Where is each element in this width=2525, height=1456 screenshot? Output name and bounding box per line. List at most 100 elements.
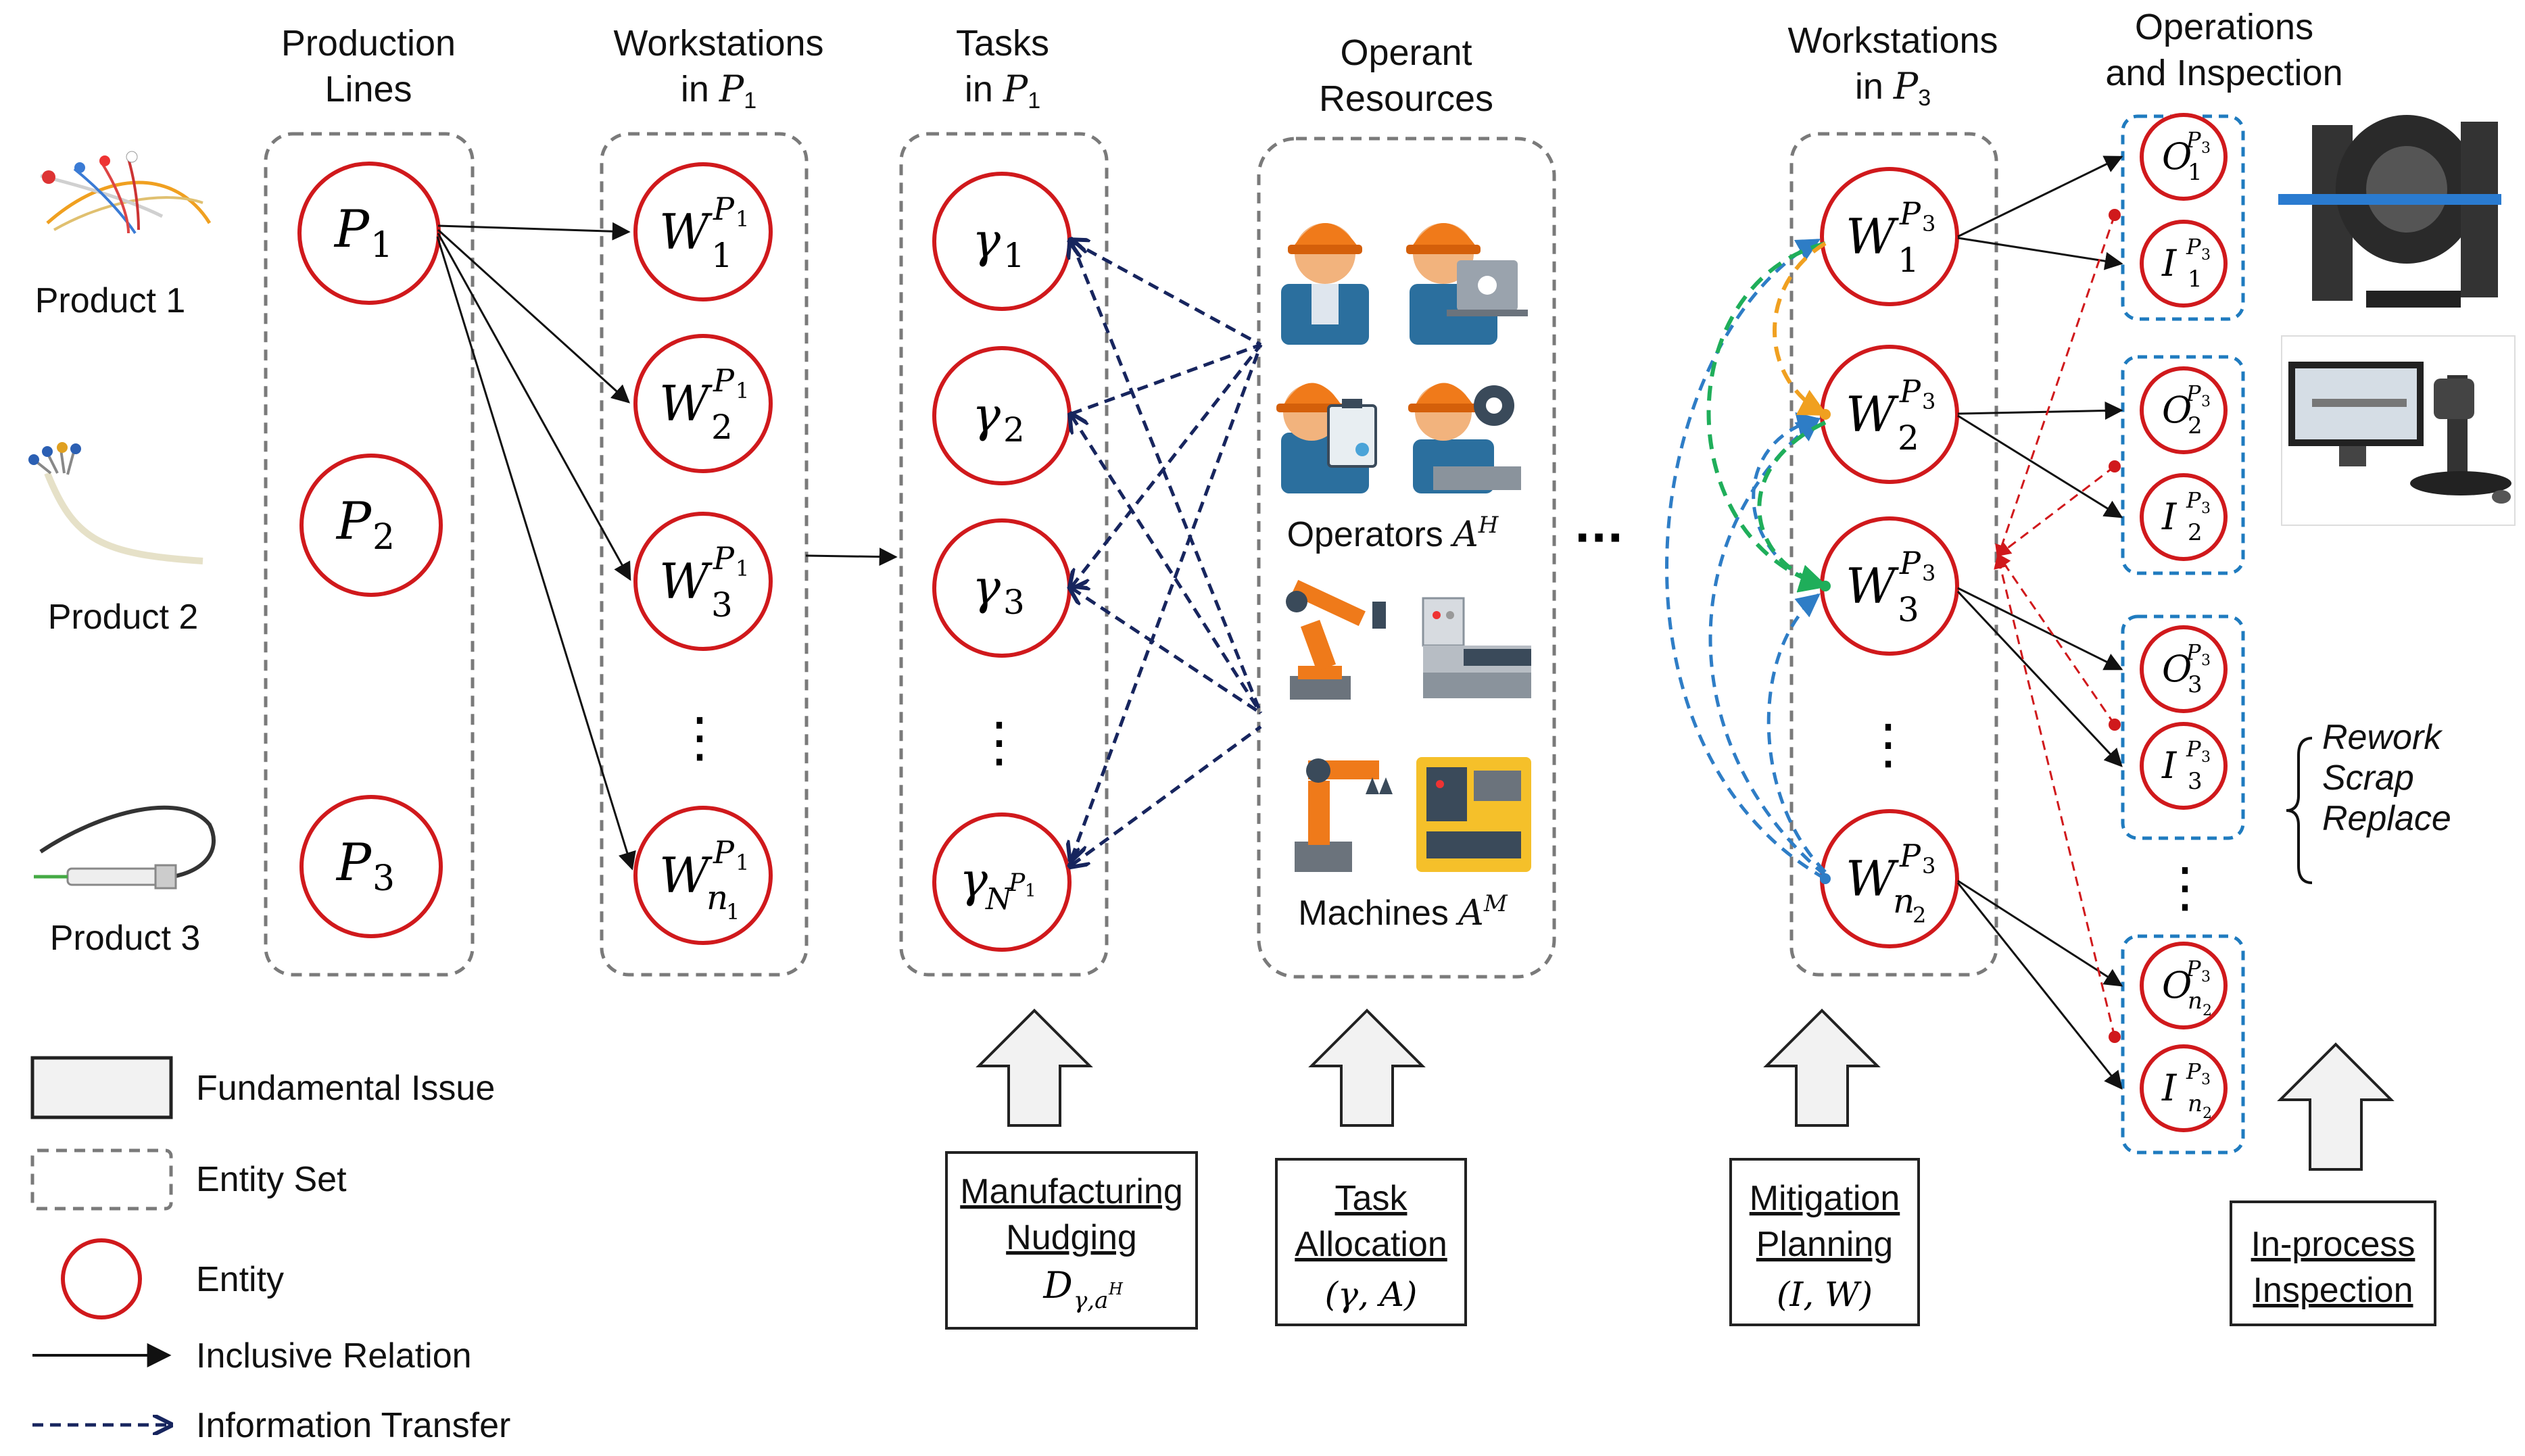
entity-p3: P 3	[299, 795, 443, 938]
svg-text:3: 3	[2201, 140, 2211, 157]
svg-text:1: 1	[736, 556, 749, 581]
svg-text:P: P	[1899, 838, 1921, 874]
svg-text:Production: Production	[281, 23, 456, 64]
svg-text:Lines: Lines	[324, 69, 412, 110]
svg-text:(I, W): (I, W)	[1777, 1275, 1873, 1314]
workstation-p1-w2: W 2 P 1	[633, 334, 773, 473]
svg-text:D: D	[1042, 1264, 1072, 1307]
svg-text:3: 3	[2201, 749, 2211, 766]
legend-entity-set-swatch	[30, 1148, 173, 1211]
operations-ellipsis: ⋮	[2158, 856, 2212, 919]
legend: Fundamental Issue Entity Set Entity Incl…	[30, 1056, 510, 1445]
product-3-label: Product 3	[50, 919, 201, 958]
svg-text:3: 3	[2188, 768, 2203, 795]
svg-text:P: P	[2186, 1059, 2201, 1084]
svg-text:P: P	[713, 834, 735, 871]
svg-text:P: P	[2186, 639, 2201, 665]
task-gamma-2: γ 2	[932, 346, 1072, 485]
product-3-image	[34, 805, 216, 890]
legend-inclusive-relation-label: Inclusive Relation	[196, 1336, 472, 1376]
svg-text:in P1: in P1	[965, 68, 1040, 114]
svg-text:1: 1	[736, 206, 749, 232]
svg-text:3: 3	[2201, 247, 2211, 264]
svg-text:W: W	[659, 203, 713, 260]
svg-text:n: n	[1893, 881, 1915, 921]
svg-text:1: 1	[1003, 236, 1025, 275]
svg-text:P: P	[1899, 373, 1921, 410]
svg-text:3: 3	[2201, 500, 2211, 517]
middle-ellipsis: ···	[1574, 514, 1624, 564]
svg-text:Nudging: Nudging	[1006, 1218, 1137, 1257]
svg-text:P: P	[2186, 381, 2201, 406]
legend-fundamental-issue-label: Fundamental Issue	[196, 1069, 495, 1108]
svg-text:2: 2	[2188, 412, 2203, 439]
svg-text:In-process: In-process	[2251, 1225, 2415, 1264]
svg-text:1: 1	[2188, 159, 2203, 186]
workstation-p1-w3: W 3 P 1	[633, 512, 773, 651]
workstation-p1-wn1: W n 1 P 1	[633, 806, 773, 945]
svg-text:P: P	[335, 832, 372, 892]
svg-text:2: 2	[711, 408, 733, 447]
worker-laptop-icon	[1406, 223, 1528, 345]
svg-text:P: P	[335, 491, 372, 551]
svg-text:and Inspection: and Inspection	[2105, 53, 2342, 93]
worker-helmet-icon	[1281, 223, 1369, 345]
svg-text:3: 3	[2201, 652, 2211, 669]
production-lines-set	[264, 132, 475, 977]
svg-text:1: 1	[1025, 881, 1036, 901]
header-workstations-p1: Workstations in P1	[613, 23, 823, 114]
svg-text:O: O	[2162, 389, 2192, 431]
svg-text:Rework: Rework	[2322, 718, 2443, 757]
svg-text:2: 2	[2188, 519, 2203, 546]
svg-text:P: P	[2186, 234, 2201, 260]
svg-text:γ: γ	[959, 852, 988, 908]
svg-text:3: 3	[2201, 393, 2211, 410]
cnc-machine-icon	[1422, 597, 1531, 698]
svg-text:3: 3	[372, 858, 395, 899]
svg-text:γ: γ	[972, 560, 1001, 615]
legend-entity-swatch	[61, 1238, 142, 1319]
header-workstations-p3: Workstations in P3	[1787, 20, 1998, 111]
workstation-p3-w3: W 3 P 3	[1820, 516, 1959, 656]
svg-text:3: 3	[711, 585, 733, 625]
svg-text:3: 3	[2201, 1071, 2211, 1088]
svg-text:3: 3	[1898, 590, 1919, 629]
svg-text:Inspection: Inspection	[2253, 1271, 2413, 1310]
svg-text:Tasks: Tasks	[956, 23, 1049, 64]
workstation-p3-w1: W 1 P 3	[1820, 167, 1959, 306]
legend-information-transfer-label: Information Transfer	[196, 1406, 510, 1445]
svg-text:Resources: Resources	[1319, 78, 1493, 119]
svg-text:1: 1	[711, 236, 733, 275]
product-2-label: Product 2	[48, 598, 199, 637]
svg-text:Operant: Operant	[1340, 32, 1472, 73]
tasks-p1-set	[899, 132, 1109, 977]
svg-text:3: 3	[1922, 211, 1935, 237]
svg-text:Allocation: Allocation	[1295, 1225, 1447, 1264]
issue-in-process-inspection: In-process Inspection	[2230, 1042, 2436, 1326]
svg-text:γ: γ	[972, 213, 1001, 268]
lathe-machine-icon	[1416, 757, 1531, 872]
svg-text:N: N	[985, 882, 1013, 917]
svg-text:P: P	[2186, 956, 2201, 981]
issue-manufacturing-nudging: Manufacturing Nudging D γ,a H	[945, 1009, 1198, 1330]
svg-text:in P3: in P3	[1855, 65, 1931, 111]
machines-label: Machines AM	[1298, 890, 1508, 933]
worker-gear-icon	[1408, 383, 1521, 493]
entity-p2: P 2	[299, 454, 443, 597]
svg-text:W: W	[1846, 386, 1899, 443]
svg-text:3: 3	[1003, 583, 1025, 622]
svg-text:in P1: in P1	[681, 68, 756, 114]
product-1-image	[40, 151, 212, 235]
svg-text:P: P	[2186, 736, 2201, 762]
svg-text:W: W	[1846, 850, 1899, 907]
svg-text:P: P	[2186, 487, 2201, 513]
svg-text:Planning: Planning	[1756, 1225, 1893, 1264]
svg-text:I: I	[2161, 1067, 2178, 1109]
operant-resources-set	[1257, 137, 1556, 979]
header-production-lines: Production Lines	[281, 23, 456, 110]
svg-text:1: 1	[736, 850, 749, 875]
